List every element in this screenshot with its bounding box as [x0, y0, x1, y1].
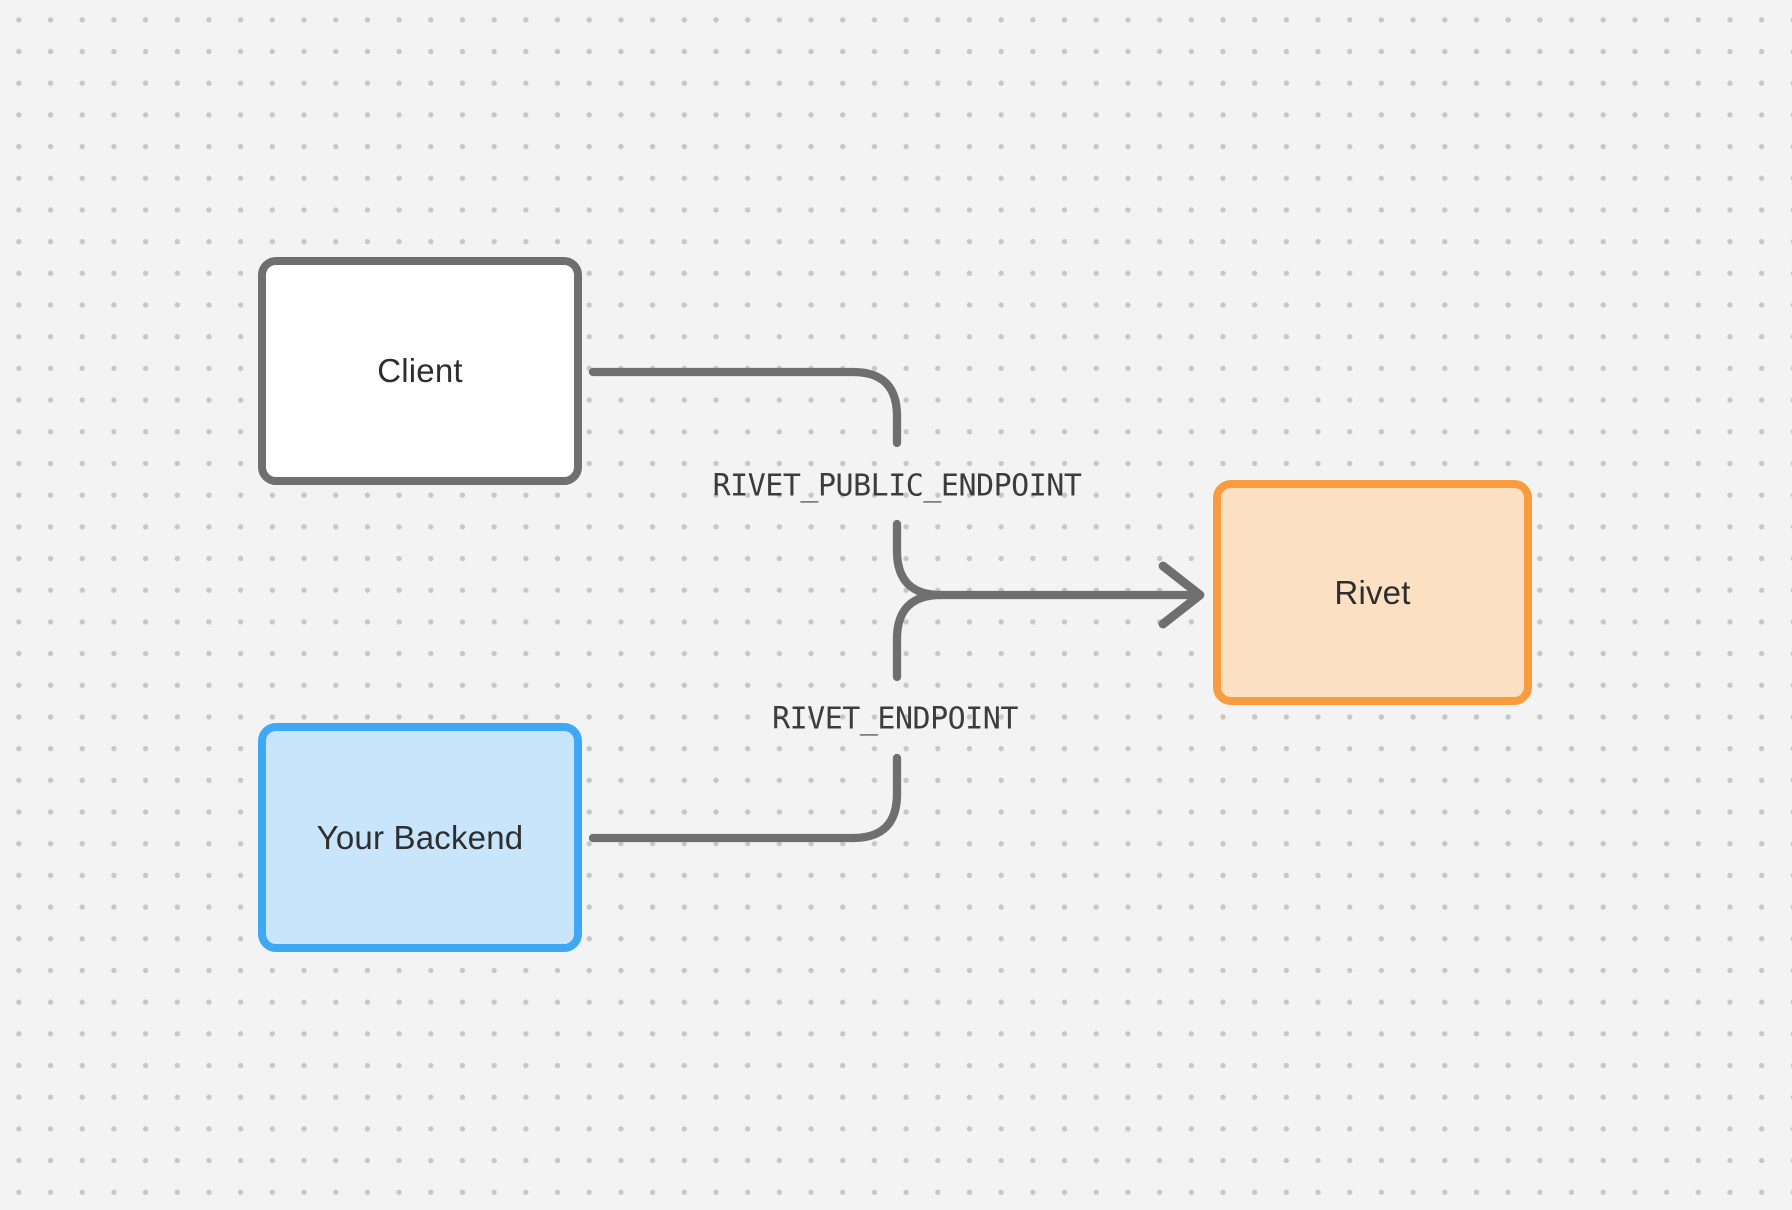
- edge-label-rivet-public-endpoint: RIVET_PUBLIC_ENDPOINT: [712, 468, 1082, 504]
- backend-edge-lower-segment: [588, 753, 902, 843]
- node-client-label: Client: [377, 352, 463, 389]
- arrow-head-icon: [1158, 561, 1205, 629]
- node-rivet: Rivet: [1213, 480, 1532, 705]
- client-edge-upper-segment: [588, 367, 902, 448]
- node-your-backend-label: Your Backend: [316, 818, 524, 856]
- node-rivet-label: Rivet: [1334, 573, 1411, 611]
- node-your-backend: Your Backend: [258, 723, 582, 952]
- backend-edge-upper-segment: [892, 590, 946, 682]
- node-client: Client: [258, 257, 582, 485]
- client-edge-lower-segment: [892, 519, 946, 600]
- edge-label-rivet-endpoint: RIVET_ENDPOINT: [772, 701, 1018, 737]
